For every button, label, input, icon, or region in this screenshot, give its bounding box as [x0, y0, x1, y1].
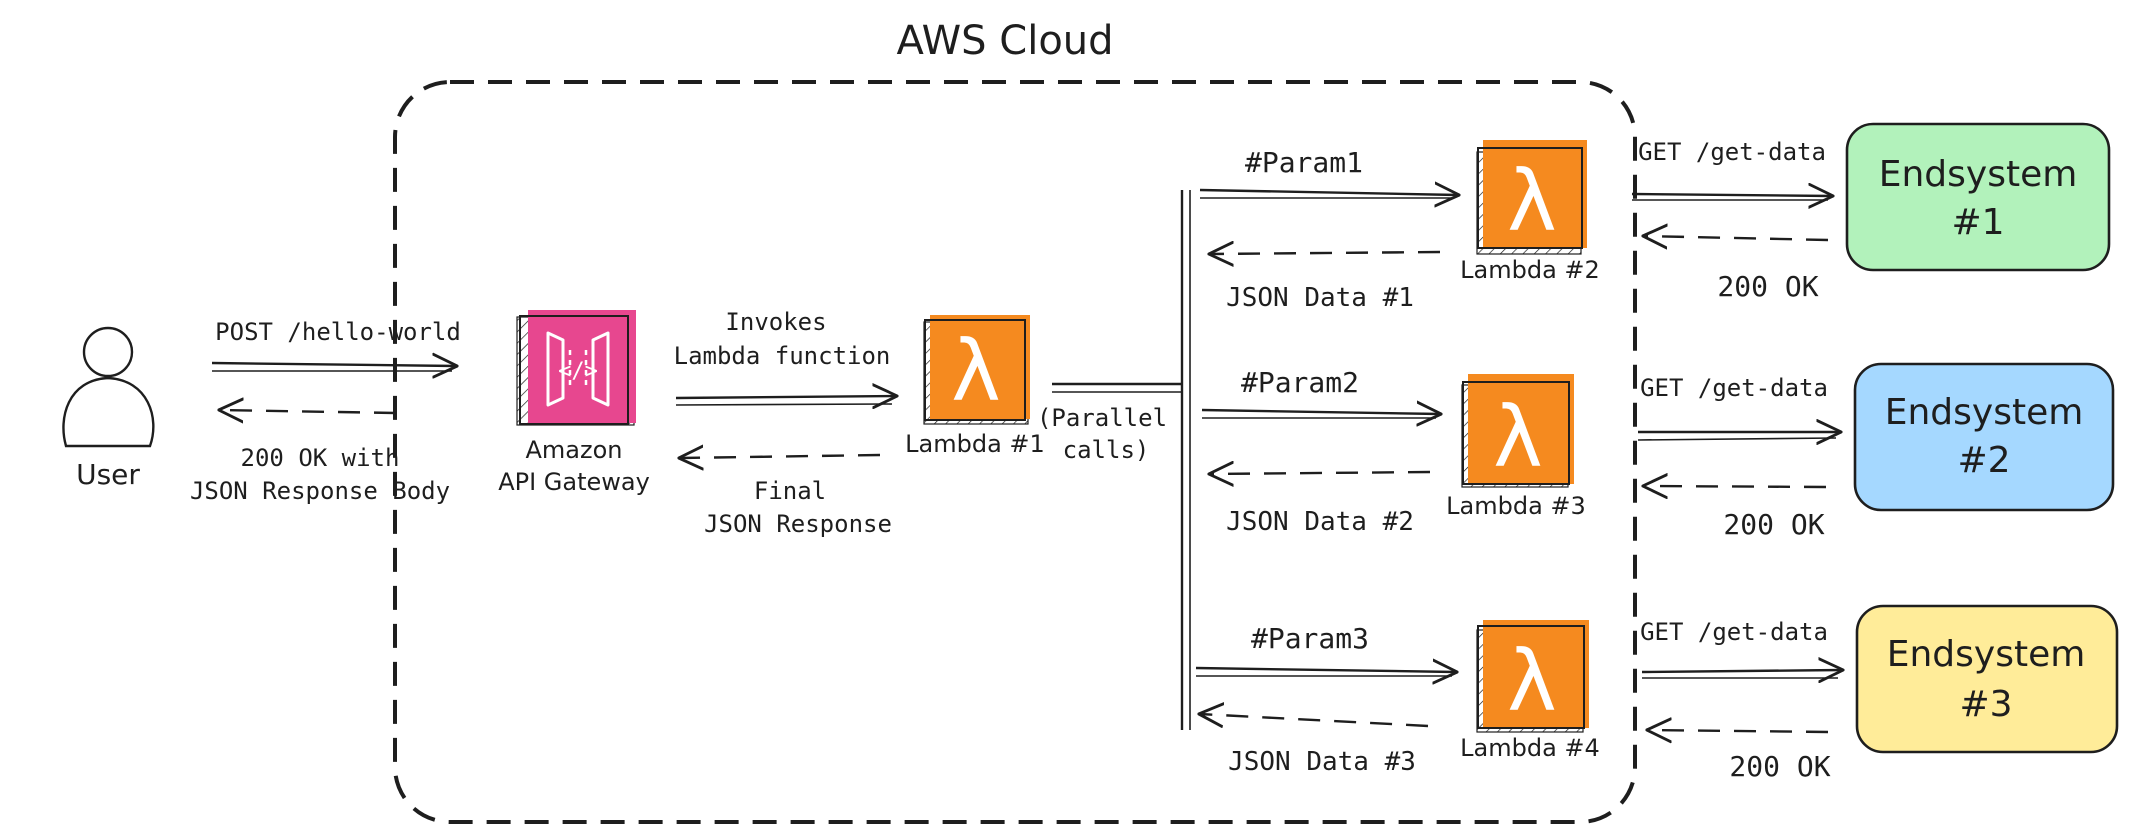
svg-text:λ: λ	[1507, 152, 1557, 250]
svg-text:</>: </>	[558, 359, 598, 384]
user-icon	[62, 326, 155, 448]
user-request-arrow	[211, 363, 456, 366]
endsystem-3: Endsystem #3	[1855, 604, 2119, 754]
ok-2-label: 200 OK	[1723, 508, 1824, 541]
json-data-3-label: JSON Data #3	[1228, 747, 1416, 777]
final-response-label-1: Final	[754, 477, 826, 505]
endsystem-3-label-1: Endsystem	[1887, 634, 2086, 675]
invoke-label-1: Invokes	[725, 308, 826, 336]
parallel-label-1: (Parallel	[1037, 404, 1167, 432]
invoke-arrow-stroke	[675, 403, 893, 406]
svg-text:λ: λ	[951, 322, 1001, 420]
json-data-3-arrow	[1200, 714, 1429, 726]
user-label: User	[76, 458, 140, 491]
user-request-label: POST /hello-world	[215, 318, 461, 346]
param-2-arrow	[1201, 410, 1440, 414]
invoke-arrow	[675, 396, 896, 398]
user-response-label-2: JSON Response Body	[190, 477, 450, 505]
diagram-title: AWS Cloud	[896, 18, 1113, 64]
lambda-icon: λ	[923, 315, 1030, 425]
endsystem-2: Endsystem #2	[1853, 362, 2115, 512]
json-data-1-arrow	[1210, 252, 1441, 254]
lambda-4-label: Lambda #4	[1460, 734, 1600, 762]
ok-2-arrow	[1644, 486, 1827, 487]
lambda-icon: λ	[1461, 374, 1574, 488]
parallel-label-2: calls)	[1063, 436, 1150, 464]
get-data-3-arrow	[1641, 670, 1842, 672]
endsystem-3-label-2: #3	[1959, 684, 2012, 725]
lambda-1-label: Lambda #1	[905, 430, 1045, 458]
final-response-label-2: JSON Response	[704, 510, 892, 538]
get-data-1-label: GET /get-data	[1638, 138, 1826, 166]
param-1-label: #Param1	[1245, 146, 1363, 179]
get-data-2-arrow-stroke	[1637, 437, 1837, 441]
endsystem-1-label-1: Endsystem	[1879, 154, 2078, 195]
get-data-1-arrow	[1631, 194, 1832, 196]
param-1-arrow	[1199, 190, 1458, 195]
svg-text:λ: λ	[1493, 388, 1543, 486]
ok-3-arrow	[1648, 730, 1829, 732]
ok-1-label: 200 OK	[1717, 270, 1818, 303]
endsystem-1-label-2: #1	[1951, 202, 2004, 243]
json-data-2-arrow	[1210, 472, 1431, 474]
lambda-icon: λ	[1476, 140, 1587, 255]
param-2-label: #Param2	[1241, 366, 1359, 399]
get-data-3-label: GET /get-data	[1640, 618, 1828, 646]
final-response-arrow	[680, 455, 881, 458]
endsystem-2-label-2: #2	[1957, 440, 2010, 481]
param-3-arrow	[1195, 668, 1456, 672]
lambda-icon: λ	[1476, 620, 1589, 733]
ok-3-label: 200 OK	[1729, 750, 1830, 783]
lambda-3-label: Lambda #3	[1446, 492, 1586, 520]
user-response-label-1: 200 OK with	[241, 444, 400, 472]
user-response-arrow	[220, 410, 397, 413]
ok-1-arrow	[1644, 236, 1829, 240]
api-gateway-icon: </>	[516, 310, 636, 426]
api-gateway-label-1: Amazon	[526, 436, 623, 464]
api-gateway-label-2: API Gateway	[498, 468, 650, 496]
invoke-label-2: Lambda function	[674, 342, 891, 370]
aws-cloud-boundary	[393, 80, 1637, 824]
get-data-2-label: GET /get-data	[1640, 374, 1828, 402]
svg-text:λ: λ	[1507, 632, 1557, 730]
endsystem-1: Endsystem #1	[1845, 122, 2111, 272]
json-data-2-label: JSON Data #2	[1226, 507, 1414, 537]
json-data-1-label: JSON Data #1	[1226, 283, 1414, 313]
endsystem-2-label-1: Endsystem	[1885, 392, 2084, 433]
param-3-label: #Param3	[1251, 622, 1369, 655]
lambda-2-label: Lambda #2	[1460, 256, 1600, 284]
